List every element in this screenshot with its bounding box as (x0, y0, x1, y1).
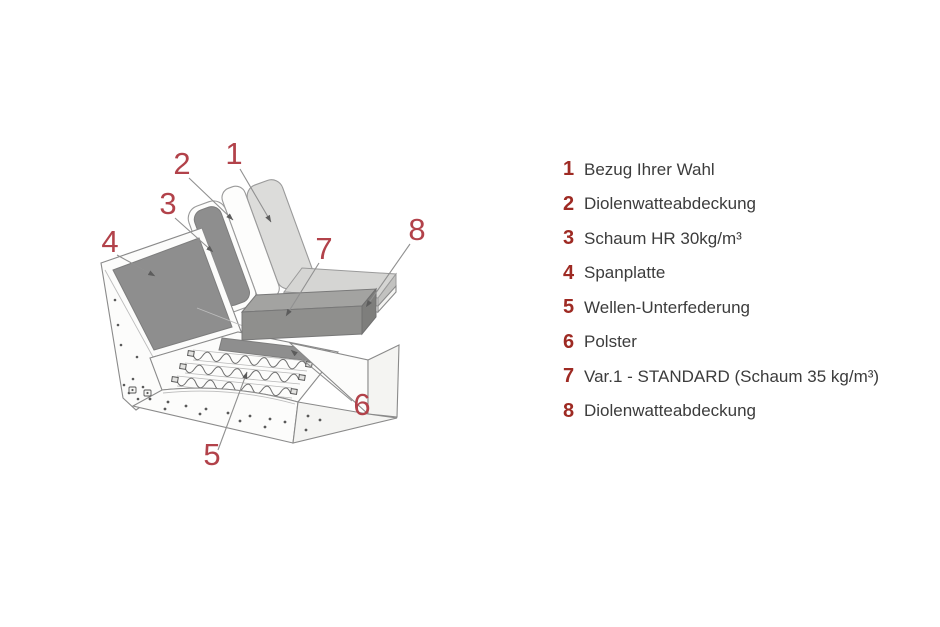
legend-item: 2 Diolenwatteabdeckung (563, 187, 903, 222)
legend-item-label: Polster (584, 332, 637, 352)
legend-item-number: 7 (563, 365, 575, 388)
legend-item-number: 8 (563, 399, 575, 422)
callout-number-2: 2 (173, 146, 190, 181)
callout-number-1: 1 (225, 136, 242, 171)
foam-block-right (361, 287, 377, 336)
legend-item: 6 Polster (563, 325, 903, 360)
legend-item-number: 1 (563, 158, 575, 181)
legend-item: 3 Schaum HR 30kg/m³ (563, 221, 903, 256)
callout-number-6: 6 (353, 387, 370, 422)
legend-item-label: Bezug Ihrer Wahl (584, 159, 715, 179)
backrest-layers (187, 179, 314, 313)
frame-front-face (131, 387, 299, 444)
callout-number-4: 4 (101, 224, 118, 259)
spring-row (184, 364, 299, 383)
legend-item: 8 Diolenwatteabdeckung (563, 394, 903, 429)
frame-base (113, 298, 398, 444)
foam-block-front (241, 305, 363, 341)
foam-block (240, 287, 378, 341)
chipboard-panel (112, 237, 233, 351)
spring-row (192, 351, 307, 370)
legend-item-label: Wellen-Unterfederung (584, 297, 750, 317)
legend: 1 Bezug Ihrer Wahl 2 Diolenwatteabdeckun… (563, 152, 903, 428)
spring-clips (171, 350, 313, 395)
legend-item-number: 6 (563, 330, 575, 353)
sofa-cutaway-diagram: 1 2 3 4 5 6 7 8 (100, 136, 426, 472)
callout-number-5: 5 (203, 437, 220, 472)
legend-item-label: Spanplatte (584, 263, 666, 283)
frame-front-right-face (292, 401, 398, 444)
legend-item: 1 Bezug Ihrer Wahl (563, 152, 903, 187)
legend-item: 4 Spanplatte (563, 256, 903, 291)
legend-item-label: Var.1 - STANDARD (Schaum 35 kg/m³) (584, 366, 880, 386)
legend-item-label: Diolenwatteabdeckung (584, 401, 757, 421)
right-base-box (288, 342, 400, 418)
callouts: 1 2 3 4 5 6 7 8 (101, 136, 425, 472)
base-box-right-face (367, 344, 400, 418)
spring-row (176, 377, 291, 397)
callout-number-7: 7 (315, 231, 332, 266)
spring-suspension (171, 349, 313, 399)
legend-item-number: 5 (563, 296, 575, 319)
callout-number-8: 8 (408, 212, 425, 247)
legend-item-number: 2 (563, 192, 575, 215)
legend-item-number: 4 (563, 261, 575, 284)
legend-item-label: Schaum HR 30kg/m³ (584, 228, 742, 248)
legend-item-number: 3 (563, 227, 575, 250)
legend-item-label: Diolenwatteabdeckung (584, 194, 757, 214)
legend-item: 7 Var.1 - STANDARD (Schaum 35 kg/m³) (563, 359, 903, 394)
wadding-layer-right (377, 284, 397, 314)
frame-fittings (128, 386, 152, 397)
callout-number-3: 3 (159, 186, 176, 221)
legend-item: 5 Wellen-Unterfederung (563, 290, 903, 325)
